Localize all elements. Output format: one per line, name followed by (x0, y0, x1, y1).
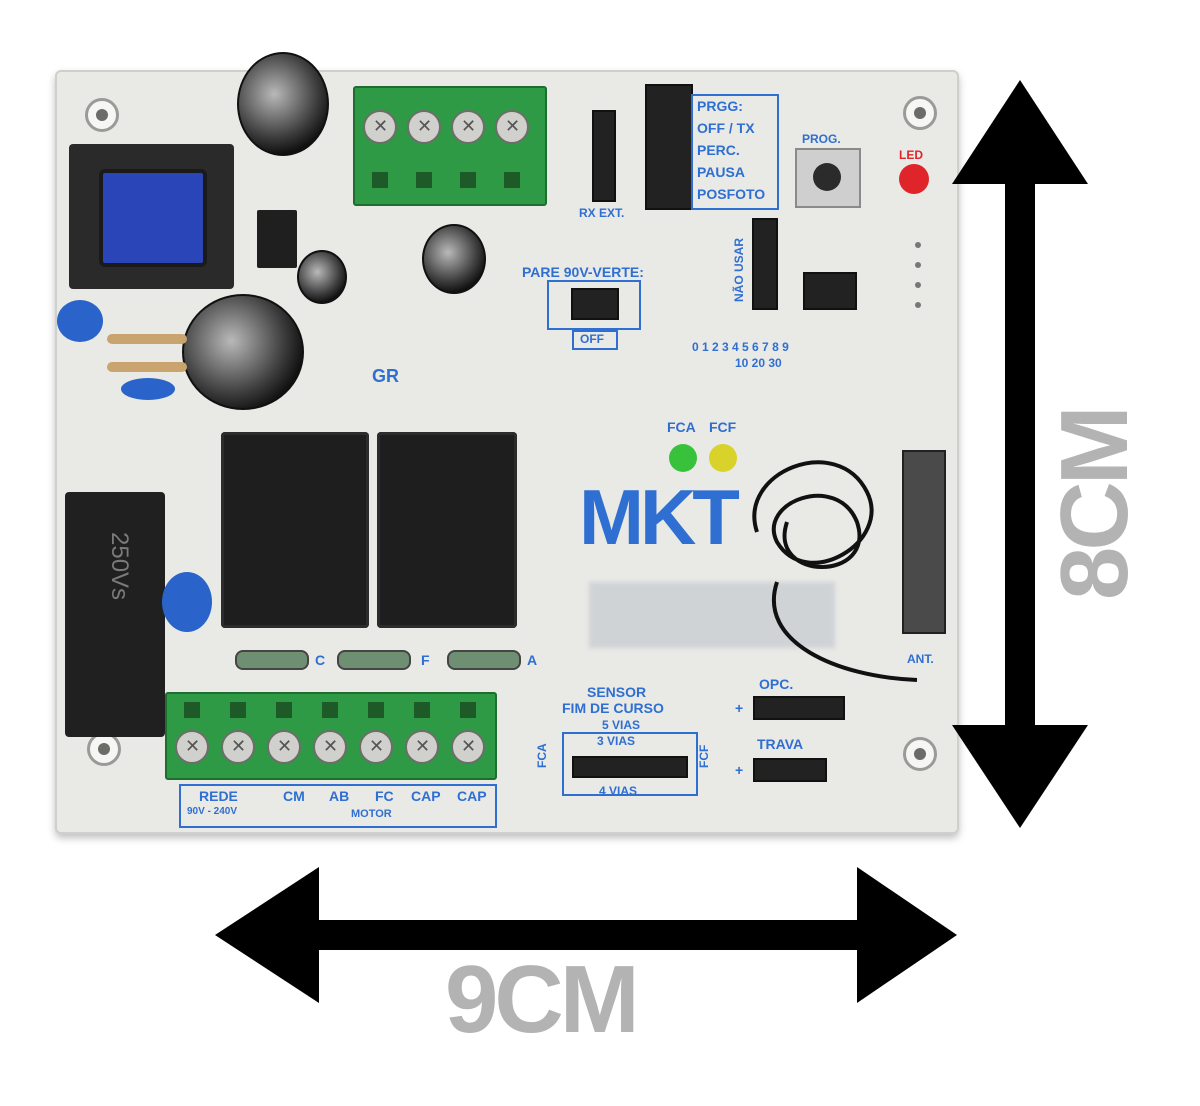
fuse-label: F (421, 652, 430, 668)
terminal-block-top (353, 86, 547, 206)
electrolytic-capacitor (237, 52, 329, 156)
height-dimension-arrow (952, 80, 1088, 828)
relay (377, 432, 517, 628)
mounting-hole (903, 737, 937, 771)
width-dimension-arrow (215, 867, 957, 1003)
electrolytic-capacitor (182, 294, 304, 410)
jumper-label: POSFOTO (697, 186, 766, 202)
trava-label: TRAVA (757, 736, 804, 752)
fcf-led-label: FCF (709, 419, 737, 435)
sensor-subtitle: FIM DE CURSO (562, 700, 664, 716)
mounting-hole (85, 98, 119, 132)
tempo-digits: 0 1 2 3 4 5 6 7 8 9 (692, 340, 789, 354)
rx-ext-label: RX EXT. (579, 206, 625, 220)
fcf-led (709, 444, 737, 472)
fcf-side-label: FCF (697, 744, 711, 768)
jumper-label: OFF / TX (697, 120, 755, 136)
fca-side-label: FCA (535, 743, 549, 768)
terminal-label-ab: AB (329, 788, 350, 804)
disc-capacitor (121, 378, 175, 400)
film-capacitor: 250Vs (65, 492, 165, 737)
electrolytic-capacitor (297, 250, 347, 304)
rx-ext-header[interactable] (592, 110, 616, 202)
status-led-red (899, 164, 929, 194)
off-label: OFF (580, 332, 604, 346)
silkscreen-mark: GR (372, 366, 399, 386)
sensor-title: SENSOR (587, 684, 647, 700)
motor-label: MOTOR (351, 808, 392, 820)
blurred-area (589, 582, 835, 648)
height-dimension-label: 8CM (1041, 409, 1148, 600)
terminal-block-main (165, 692, 497, 780)
terminal-label-rede: REDE (199, 788, 238, 804)
prog-label: PROG. (802, 132, 841, 146)
resistor (107, 334, 187, 344)
electrolytic-capacitor (422, 224, 486, 294)
fuse (235, 650, 309, 670)
plus-sign: + (735, 700, 744, 716)
fuse (337, 650, 411, 670)
led-label: LED (899, 148, 923, 162)
opcional-header[interactable] (753, 696, 845, 720)
brand-logo: MKT (579, 473, 740, 561)
disc-capacitor (57, 300, 103, 342)
ant-label: ANT. (907, 652, 934, 666)
terminal-label-box: REDE 90V - 240V CM AB FC CAP CAP MOTOR (179, 784, 497, 828)
fca-led-label: FCA (667, 419, 696, 435)
antenna-wire (752, 460, 918, 682)
trava-header[interactable] (753, 758, 827, 782)
nao-usar-label: NÃO USAR (732, 237, 746, 302)
jumper-label: PERC. (697, 142, 740, 158)
small-jumper[interactable] (803, 272, 857, 310)
tempo-tens: 10 20 30 (735, 356, 782, 370)
prog-button[interactable] (795, 148, 861, 208)
terminal-label-fc: FC (375, 788, 394, 804)
transformer (69, 144, 234, 289)
mounting-hole (87, 732, 121, 766)
sensor-header[interactable] (572, 756, 688, 778)
rede-voltage: 90V - 240V (187, 806, 238, 817)
sensor-box (562, 732, 698, 796)
fca-led (669, 444, 697, 472)
off-label-box: OFF (572, 330, 618, 350)
terminal-label-cap: CAP (457, 788, 487, 804)
rf-module (902, 450, 946, 634)
sensor-5vias: 5 VIAS (602, 718, 641, 732)
capacitor-marking: 250Vs (106, 532, 133, 601)
optocoupler-chip (257, 210, 297, 268)
relay (221, 432, 369, 628)
nao-usar-header (752, 218, 778, 310)
sensor-4vias: 4 VIAS (599, 784, 638, 798)
pcb-board: GR RX EXT. PRGG: OFF / TX PERC. PAUSA PO… (55, 52, 959, 834)
resistor (107, 362, 187, 372)
fuse-label: C (315, 652, 326, 668)
plus-sign: + (735, 762, 744, 778)
jumper-label: PAUSA (697, 164, 745, 180)
fuse-label: A (527, 652, 538, 668)
parede-jumper-box (547, 280, 641, 330)
function-jumper-header[interactable] (645, 84, 693, 210)
width-dimension-label: 9CM (445, 946, 640, 1053)
mounting-hole (903, 96, 937, 130)
disc-capacitor (162, 572, 212, 632)
terminal-label-cap: CAP (411, 788, 441, 804)
opcional-label: OPC. (759, 676, 794, 692)
terminal-label-cm: CM (283, 788, 305, 804)
fuse (447, 650, 521, 670)
sensor-3vias: 3 VIAS (597, 734, 636, 748)
jumper-label-box: PRGG: OFF / TX PERC. PAUSA POSFOTO (691, 94, 779, 210)
jumper-label: PRGG: (697, 98, 743, 114)
parede-jumper[interactable] (571, 288, 619, 320)
parede-label: PARE 90V-VERTE: (522, 264, 644, 280)
